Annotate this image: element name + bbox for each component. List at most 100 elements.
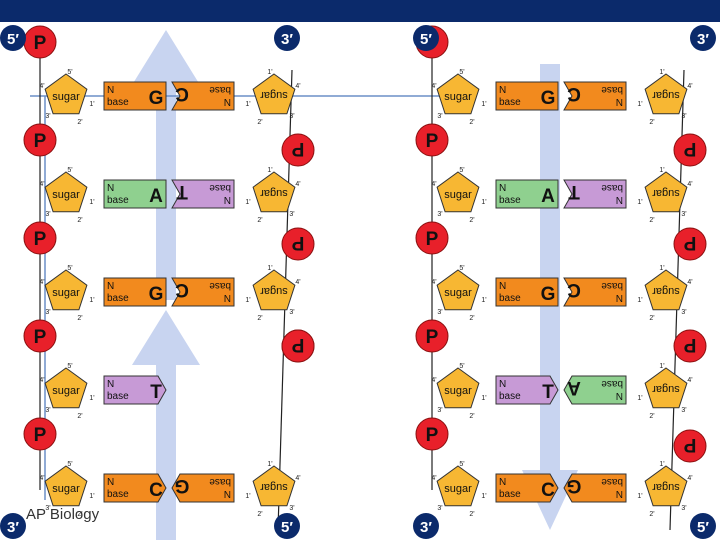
sugar-label: sugar <box>260 285 288 297</box>
left-panel-bottom-left-end: 3′ <box>0 513 26 539</box>
carbon-label: 5' <box>459 461 464 468</box>
carbon-label: 3' <box>681 407 686 414</box>
carbon-label: 1' <box>481 493 486 500</box>
phosphate: P <box>415 417 449 451</box>
n-label: N <box>499 183 506 194</box>
base-letter: C <box>149 480 163 501</box>
phosphate: P <box>23 25 57 59</box>
sugar-label: sugar <box>652 481 680 493</box>
end-label: 5′ <box>281 519 293 536</box>
left-dna-panel: PPPPPPPPPsugar5'4'3'2'1'NbaseGNbaseCsuga… <box>23 25 315 531</box>
carbon-label: 3' <box>437 211 442 218</box>
carbon-label: 3' <box>437 407 442 414</box>
phosphate: P <box>281 329 315 363</box>
phosphate: P <box>415 319 449 353</box>
base-word: base <box>209 182 231 193</box>
base-letter: A <box>567 377 581 398</box>
phosphate: P <box>673 329 707 363</box>
carbon-label: 1' <box>659 167 664 174</box>
carbon-label: 4' <box>431 181 436 188</box>
phosphate: P <box>673 133 707 167</box>
phosphate: P <box>415 123 449 157</box>
carbon-label: 2' <box>77 511 82 518</box>
sugar-label: sugar <box>52 91 80 103</box>
carbon-label: 4' <box>687 377 692 384</box>
carbon-label: 2' <box>469 511 474 518</box>
phosphate: P <box>23 123 57 157</box>
carbon-label: 5' <box>67 265 72 272</box>
phosphate: P <box>23 319 57 353</box>
base-letter: T <box>150 382 162 403</box>
carbon-label: 4' <box>295 475 300 482</box>
carbon-label: 5' <box>459 265 464 272</box>
carbon-label: 1' <box>637 395 642 402</box>
phosphate: P <box>23 221 57 255</box>
carbon-label: 3' <box>45 505 50 512</box>
left-panel-top-right-end: 3′ <box>274 25 300 51</box>
base-letter: C <box>567 279 581 300</box>
carbon-label: 5' <box>459 363 464 370</box>
n-label: N <box>616 488 623 499</box>
base-letter: C <box>567 83 581 104</box>
right-panel-top-left-end: 5′ <box>413 25 439 51</box>
carbon-label: 4' <box>687 475 692 482</box>
carbon-label: 1' <box>637 493 642 500</box>
left-panel-top-left-end: 5′ <box>0 25 26 51</box>
carbon-label: 1' <box>89 493 94 500</box>
carbon-label: 5' <box>67 167 72 174</box>
base-word: base <box>107 391 129 402</box>
carbon-label: 1' <box>245 297 250 304</box>
phosphate-label: P <box>683 138 696 159</box>
carbon-label: 3' <box>681 113 686 120</box>
up-arrow-top <box>132 30 200 300</box>
base-word: base <box>499 195 521 206</box>
carbon-label: 3' <box>437 113 442 120</box>
base-letter: T <box>542 382 554 403</box>
carbon-label: 1' <box>481 101 486 108</box>
carbon-label: 1' <box>659 461 664 468</box>
carbon-label: 1' <box>267 167 272 174</box>
phosphate: P <box>673 227 707 261</box>
carbon-label: 2' <box>469 217 474 224</box>
carbon-label: 4' <box>39 83 44 90</box>
carbon-label: 2' <box>649 119 654 126</box>
carbon-label: 2' <box>649 511 654 518</box>
n-label: N <box>224 292 231 303</box>
phosphate-label: P <box>34 33 47 54</box>
carbon-label: 1' <box>659 69 664 76</box>
base-word: base <box>601 280 623 291</box>
carbon-label: 3' <box>437 309 442 316</box>
carbon-label: 4' <box>431 83 436 90</box>
n-label: N <box>224 488 231 499</box>
carbon-label: 5' <box>67 363 72 370</box>
title-banner <box>0 0 720 22</box>
end-markers: 5′3′3′5′5′3′3′5′ <box>0 25 716 539</box>
sugar-label: sugar <box>652 285 680 297</box>
base-letter: G <box>541 284 556 305</box>
end-label: 3′ <box>281 31 293 48</box>
carbon-label: 1' <box>245 199 250 206</box>
carbon-label: 4' <box>687 181 692 188</box>
carbon-label: 1' <box>89 101 94 108</box>
sugar-label: sugar <box>260 187 288 199</box>
carbon-label: 1' <box>481 297 486 304</box>
carbon-label: 2' <box>257 315 262 322</box>
base-letter: G <box>541 88 556 109</box>
